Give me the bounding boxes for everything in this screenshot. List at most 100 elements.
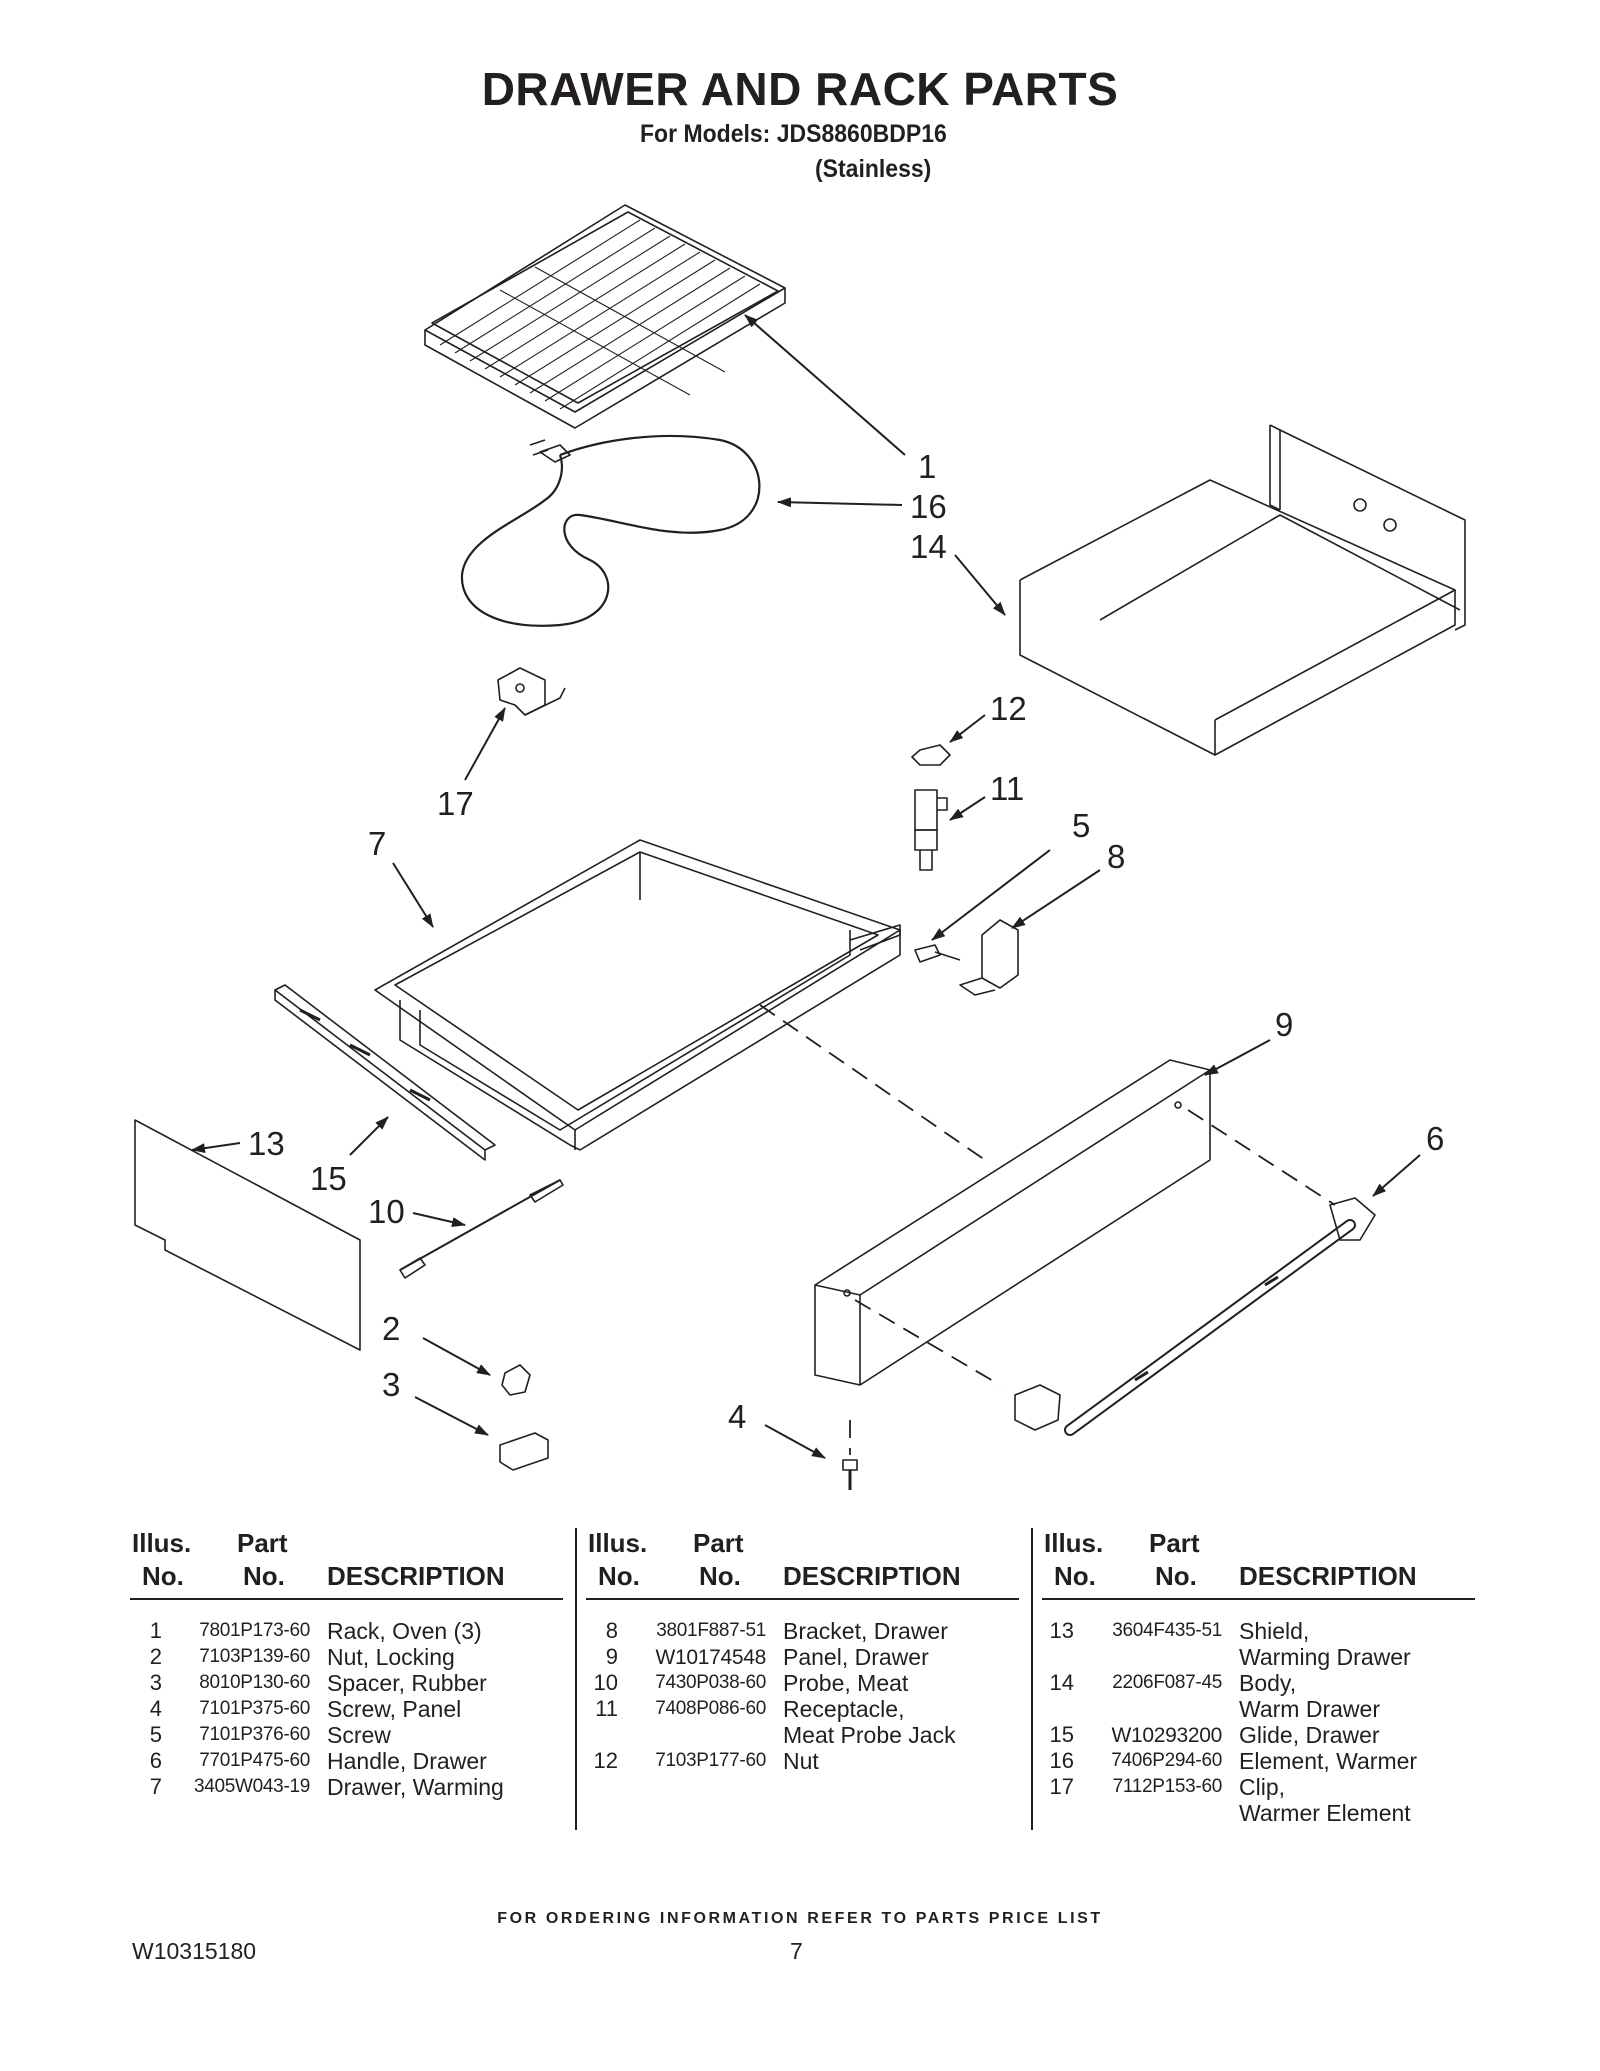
nut-part — [911, 744, 951, 766]
part-number: 8010P130-60 — [199, 1672, 310, 1693]
callout-6: 6 — [1426, 1120, 1444, 1157]
part-number: W10174548 — [655, 1646, 766, 1669]
leader-arrows — [191, 314, 1421, 1459]
part-description: Warm Drawer — [1239, 1696, 1380, 1722]
illus-number: 2 — [149, 1644, 162, 1669]
column-divider — [575, 1528, 577, 1830]
part-number: 7701P475-60 — [199, 1750, 310, 1771]
part-number: 7103P177-60 — [655, 1750, 766, 1771]
bracket-part — [959, 919, 1019, 996]
part-no-header: No. — [1155, 1561, 1197, 1591]
illus-number: 15 — [1049, 1722, 1074, 1747]
callout-10: 10 — [368, 1193, 405, 1230]
illus-header: Illus. — [1044, 1528, 1104, 1558]
part-number: 7112P153-60 — [1112, 1776, 1223, 1797]
illus-number: 3 — [149, 1670, 162, 1695]
header-rule — [586, 1598, 1019, 1600]
part-description: Shield, — [1239, 1618, 1310, 1644]
part-description: Body, — [1239, 1670, 1297, 1696]
drawer-panel-part — [814, 1059, 1211, 1386]
callout-16: 16 — [910, 488, 947, 525]
callout-9: 9 — [1275, 1006, 1293, 1043]
shield-part — [134, 1119, 361, 1351]
part-description: Clip, — [1239, 1774, 1286, 1800]
part-header: Part — [1149, 1528, 1200, 1558]
illus-number: 16 — [1049, 1748, 1074, 1773]
warm-drawer-body-part — [1019, 424, 1466, 756]
callout-3: 3 — [382, 1366, 400, 1403]
callout-8: 8 — [1107, 838, 1125, 875]
locking-nut-part — [501, 1364, 531, 1396]
part-description: Screw, Panel — [327, 1696, 462, 1722]
part-number: 3405W043-19 — [193, 1776, 310, 1797]
part-number: 2206F087-45 — [1112, 1672, 1222, 1693]
part-number: 3801F887-51 — [656, 1620, 766, 1641]
part-number: 7101P376-60 — [199, 1724, 310, 1745]
description-header: DESCRIPTION — [783, 1561, 961, 1591]
part-description: Receptacle, — [783, 1696, 905, 1722]
page-number: 7 — [790, 1938, 803, 1964]
illus-number: 7 — [149, 1774, 162, 1799]
callout-17: 17 — [437, 785, 474, 822]
part-number: 7406P294-60 — [1111, 1750, 1222, 1771]
illus-number: 1 — [149, 1618, 162, 1643]
illus-number: 4 — [149, 1696, 162, 1721]
alignment-lines — [759, 1004, 1336, 1455]
illus-number: 14 — [1049, 1670, 1074, 1695]
drawer-handle-part — [1014, 1197, 1376, 1436]
callout-14: 14 — [910, 528, 947, 565]
part-number: 7101P375-60 — [199, 1698, 310, 1719]
callout-1: 1 — [918, 448, 936, 485]
exploded-parts-diagram: 1 16 14 12 11 17 7 5 8 9 6 13 15 10 2 3 … — [134, 204, 1466, 1490]
part-header: Part — [693, 1528, 744, 1558]
meat-probe-part — [399, 1179, 564, 1279]
models-line: For Models: JDS8860BDP16 — [640, 120, 947, 148]
part-header: Part — [237, 1528, 288, 1558]
part-description: Warmer Element — [1239, 1800, 1411, 1826]
part-description: Rack, Oven (3) — [327, 1618, 482, 1644]
callout-12: 12 — [990, 690, 1027, 727]
document-number: W10315180 — [132, 1938, 257, 1964]
callout-13: 13 — [248, 1125, 285, 1162]
part-description: Element, Warmer — [1239, 1748, 1418, 1774]
panel-screw-part — [842, 1459, 858, 1490]
illus-number: 8 — [605, 1618, 618, 1643]
part-no-header: No. — [699, 1561, 741, 1591]
variant-line: (Stainless) — [815, 155, 932, 183]
illus-number: 9 — [605, 1644, 618, 1669]
page-title: DRAWER AND RACK PARTS — [481, 63, 1119, 115]
part-description: Handle, Drawer — [327, 1748, 487, 1774]
illus-number: 6 — [149, 1748, 162, 1773]
clip-part — [497, 667, 566, 716]
illus-number: 17 — [1049, 1774, 1074, 1799]
description-header: DESCRIPTION — [327, 1561, 505, 1591]
part-number: 7801P173-60 — [199, 1620, 310, 1641]
header-rule — [130, 1598, 563, 1600]
illus-number: 5 — [149, 1722, 162, 1747]
oven-rack-part — [424, 204, 786, 429]
callout-4: 4 — [728, 1398, 746, 1435]
part-description: Warming Drawer — [1239, 1644, 1411, 1670]
part-description: Screw — [327, 1722, 391, 1748]
part-description: Spacer, Rubber — [327, 1670, 487, 1696]
part-description: Nut, Locking — [327, 1644, 455, 1670]
part-description: Drawer, Warming — [327, 1774, 504, 1800]
illus-no-header: No. — [1054, 1561, 1096, 1591]
callout-7: 7 — [368, 825, 386, 862]
part-description: Meat Probe Jack — [783, 1722, 956, 1748]
illus-number: 11 — [595, 1696, 618, 1721]
part-number: W10293200 — [1111, 1724, 1222, 1747]
illus-number: 12 — [593, 1748, 618, 1773]
illus-header: Illus. — [132, 1528, 192, 1558]
part-description: Panel, Drawer — [783, 1644, 929, 1670]
part-description: Nut — [783, 1748, 819, 1774]
part-description: Glide, Drawer — [1239, 1722, 1380, 1748]
part-number: 7408P086-60 — [655, 1698, 766, 1719]
callout-15: 15 — [310, 1160, 347, 1197]
warming-drawer-part — [374, 839, 901, 1151]
callout-2: 2 — [382, 1310, 400, 1347]
description-header: DESCRIPTION — [1239, 1561, 1417, 1591]
part-number: 3604F435-51 — [1112, 1620, 1222, 1641]
